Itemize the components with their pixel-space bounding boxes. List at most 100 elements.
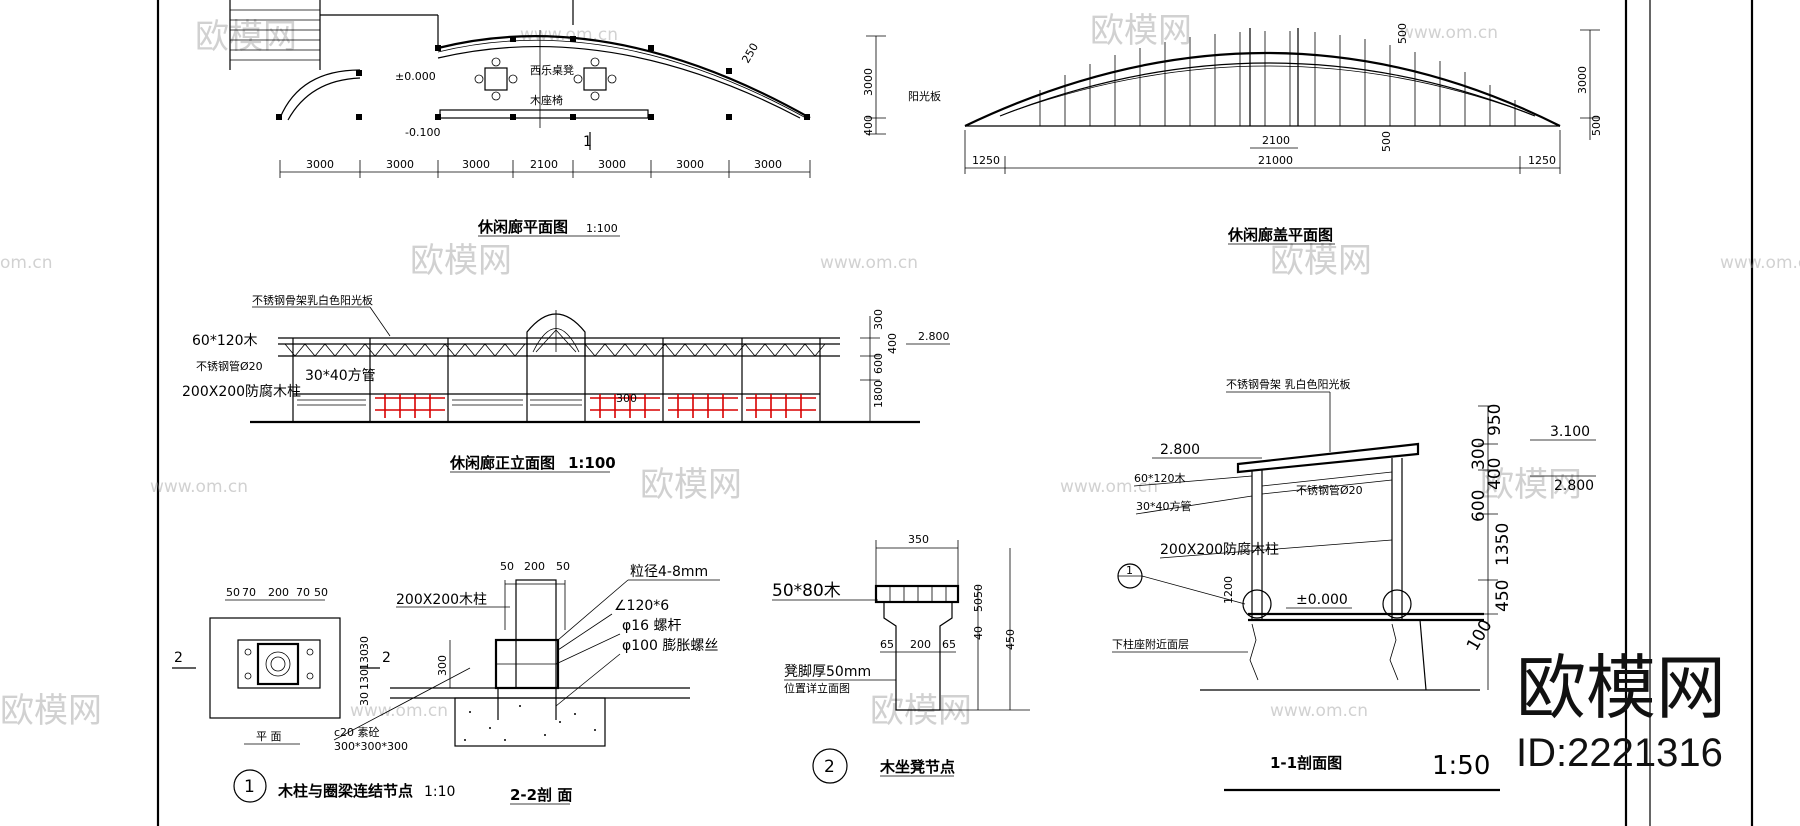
s11-elev-l: 2.800 <box>1160 442 1200 458</box>
plan-dim: 3000 <box>386 158 414 171</box>
s11-floor-label: 下柱座附近面层 <box>1112 637 1189 651</box>
plan-elev-b: -0.100 <box>405 126 440 139</box>
plan-drawing: ±0.000 -0.100 西乐桌凳 木座椅 250 1 3000 3000 3… <box>229 0 886 237</box>
d1-top-dim: 70 <box>242 586 256 599</box>
s22-title: 2-2剖 面 <box>510 786 572 804</box>
d2-num: 2 <box>824 757 835 777</box>
brand-block: 欧模网 ID:2221316 <box>1516 649 1726 775</box>
roof-sun-label: 阳光板 <box>908 89 941 103</box>
plan-title: 休闲廊平面图 <box>477 218 568 236</box>
s22-post-label: 200X200木柱 <box>396 592 487 608</box>
brand-name: 欧模网 <box>1516 649 1726 727</box>
plan-dim: 3000 <box>676 158 704 171</box>
sheet-frame <box>156 0 1754 826</box>
section22-drawing: 50 200 50 200X200木柱 粒径4-8mm ∠120*6 φ16 螺… <box>390 560 720 805</box>
elev-mid-label: 300 <box>616 392 637 405</box>
d1-plan-label: 平 面 <box>256 730 282 743</box>
plan-dim: 3000 <box>306 158 334 171</box>
s11-vdim: 300 <box>1469 438 1489 470</box>
plan-vdim: 3000 <box>862 68 875 96</box>
d2-dim: 65 <box>880 638 894 651</box>
watermarks: 欧模网 www.om.cn 欧模网 www.om.cn om.cn 欧模网 ww… <box>0 11 1800 731</box>
elev-roof-label: 不锈钢骨架乳白色阳光板 <box>252 293 373 307</box>
watermark-logo: 欧模网 <box>1270 241 1372 281</box>
watermark-logo: 欧模网 <box>1090 11 1192 51</box>
d1-top-dim: 50 <box>226 586 240 599</box>
s22-exp-label: φ100 膨胀螺丝 <box>622 637 718 654</box>
d1-side-dim: 130 <box>358 669 371 690</box>
elev-pipe-label: 不锈钢管Ø20 <box>196 359 263 373</box>
elev-vdim: 1800 <box>872 380 885 408</box>
detail1-drawing: 50 70 200 70 50 30 130 130 30 2 2 平 面 c2… <box>172 586 471 803</box>
watermark-logo: 欧模网 <box>870 691 972 731</box>
plan-dim: 3000 <box>598 158 626 171</box>
elev-elev: 2.800 <box>918 330 950 343</box>
roof-dim: 1250 <box>1528 154 1556 167</box>
s11-marker: 1 <box>1126 564 1133 577</box>
elev-vdim: 300 <box>872 309 885 330</box>
elev-tube-label: 30*40方管 <box>305 368 376 384</box>
s11-vdim: 450 <box>1493 580 1513 612</box>
plan-dim-r: 250 <box>739 41 761 66</box>
plan-table-label: 西乐桌凳 <box>530 63 574 77</box>
d1-base: c20 素砼 <box>334 726 380 739</box>
watermark-logo: 欧模网 <box>0 691 102 731</box>
s11-vdim: 600 <box>1469 490 1489 522</box>
s22-bolt-label: φ16 螺杆 <box>622 618 682 634</box>
watermark-logo: 欧模网 <box>640 465 742 505</box>
d1-cut-left: 2 <box>174 650 183 666</box>
d2-dim: 65 <box>942 638 956 651</box>
plan-dim: 2100 <box>530 158 558 171</box>
d2-dim: 40 <box>972 626 985 640</box>
d2-dim: 50 <box>972 584 985 598</box>
d2-ref-label: 位置详立面图 <box>784 681 850 695</box>
d1-side-dim: 30 <box>358 636 371 650</box>
s11-post-label: 200X200防腐木柱 <box>1160 541 1279 558</box>
roof-plan-drawing: 阳光板 500 500 500 2100 1250 21000 1250 300… <box>908 23 1603 245</box>
roof-dim: 500 <box>1590 115 1603 136</box>
s11-v1200: 1200 <box>1222 576 1235 604</box>
plan-vdim: 400 <box>862 115 875 136</box>
elev-vdim: 600 <box>872 353 885 374</box>
elev-vdim: 400 <box>886 333 899 354</box>
d2-board-label: 50*80木 <box>772 581 841 601</box>
d1-scale: 1:10 <box>424 784 455 800</box>
d1-top-dim: 70 <box>296 586 310 599</box>
d2-dim: 450 <box>1004 629 1017 650</box>
elev-beam-label: 60*120木 <box>192 333 258 349</box>
s11-vdim: 400 <box>1485 458 1505 490</box>
roof-dim: 1250 <box>972 154 1000 167</box>
roof-title: 休闲廊盖平面图 <box>1227 226 1333 244</box>
s11-elev-r2: 2.800 <box>1554 478 1594 494</box>
d1-side-dim: 30 <box>358 692 371 706</box>
d2-dim: 200 <box>910 638 931 651</box>
s22-angle-label: ∠120*6 <box>614 598 669 614</box>
s11-beam-label: 60*120木 <box>1134 472 1186 485</box>
watermark-url: www.om.cn <box>350 701 448 721</box>
s11-vdim: 950 <box>1485 404 1505 436</box>
elev-scale: 1:100 <box>568 454 616 472</box>
s11-scale: 1:50 <box>1432 751 1490 781</box>
s11-title: 1-1剖面图 <box>1270 754 1342 772</box>
d1-top-dim: 200 <box>268 586 289 599</box>
watermark-logo: 欧模网 <box>195 17 297 57</box>
s22-top-dim: 50 <box>500 560 514 573</box>
watermark-logo: 欧模网 <box>1480 465 1582 505</box>
s22-top-dim: 50 <box>556 560 570 573</box>
detail2-drawing: 350 65 200 65 50 50 40 450 50*80木 凳脚厚50m… <box>772 533 1030 784</box>
s11-elev-r1: 3.100 <box>1550 424 1590 440</box>
d2-dim: 350 <box>908 533 929 546</box>
s11-roof-label: 不锈钢骨架 乳白色阳光板 <box>1226 377 1351 391</box>
d1-base-size: 300*300*300 <box>334 740 408 753</box>
s22-vdim: 300 <box>436 655 449 676</box>
red-railings <box>375 394 816 418</box>
plan-dim: 3000 <box>462 158 490 171</box>
roof-dim: 2100 <box>1262 134 1290 147</box>
plan-scale: 1:100 <box>586 222 618 235</box>
d1-title: 木柱与圈梁连结节点 <box>277 782 413 800</box>
watermark-url: www.om.cn <box>1720 253 1800 273</box>
elev-title: 休闲廊正立面图 <box>449 454 555 472</box>
d2-dim: 50 <box>972 598 985 612</box>
s11-tube-label: 30*40方管 <box>1136 499 1192 513</box>
